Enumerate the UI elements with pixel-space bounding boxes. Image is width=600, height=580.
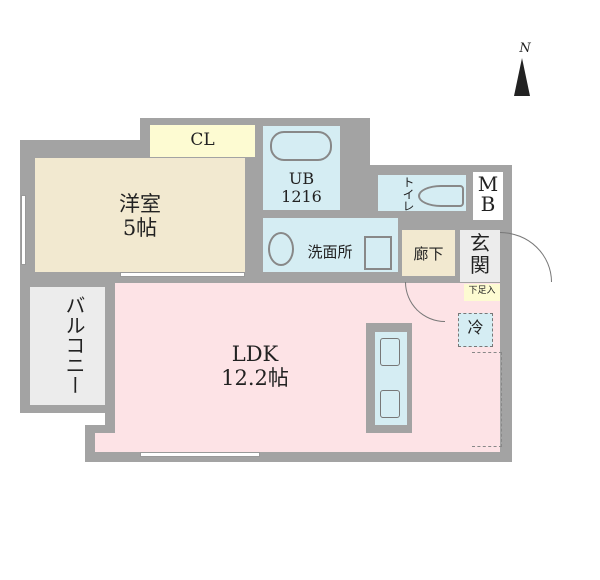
sink-icon <box>268 232 294 266</box>
meter-box <box>473 172 503 220</box>
compass-icon <box>514 58 530 96</box>
bathroom-size: 1216 <box>281 187 322 207</box>
window <box>21 195 26 265</box>
balcony <box>30 287 105 405</box>
washer-icon <box>364 236 392 270</box>
window <box>120 272 245 277</box>
fridge-space <box>458 313 493 347</box>
bathroom-name: UB <box>288 169 315 188</box>
window <box>140 452 260 457</box>
ldk <box>95 433 120 452</box>
shoe-box <box>464 284 500 301</box>
toilet-label: トイレ <box>401 176 415 212</box>
kitchen-sink-icon <box>380 338 400 366</box>
storage-dashed <box>472 352 502 447</box>
western-room-size: 5帖 <box>122 216 158 241</box>
ldk-size: 12.2帖 <box>221 366 289 391</box>
bathtub-icon <box>270 131 332 161</box>
compass-north-label: N <box>519 41 531 56</box>
ldk <box>366 433 406 452</box>
entrance <box>460 230 500 282</box>
western-room-name: 洋室 <box>119 192 161 216</box>
stove-icon <box>380 390 400 418</box>
hallway-label: 廊下 <box>413 245 444 263</box>
shoe-box-label: 下足入 <box>468 286 496 296</box>
closet <box>150 125 255 157</box>
fridge-label: 冷 <box>467 318 484 337</box>
hallway <box>402 230 455 276</box>
entrance-label: 玄関 <box>470 231 490 277</box>
washroom-label: 洗面所 <box>307 243 353 261</box>
closet-label: CL <box>190 130 215 150</box>
toilet-icon <box>418 185 464 207</box>
ldk <box>455 302 500 310</box>
balcony-label: バルコニー <box>62 295 86 395</box>
entrance-door[interactable] <box>500 232 552 282</box>
western-room <box>35 158 245 272</box>
meter-box-label: MB <box>477 172 499 216</box>
ldk-name: LDK <box>231 342 279 366</box>
